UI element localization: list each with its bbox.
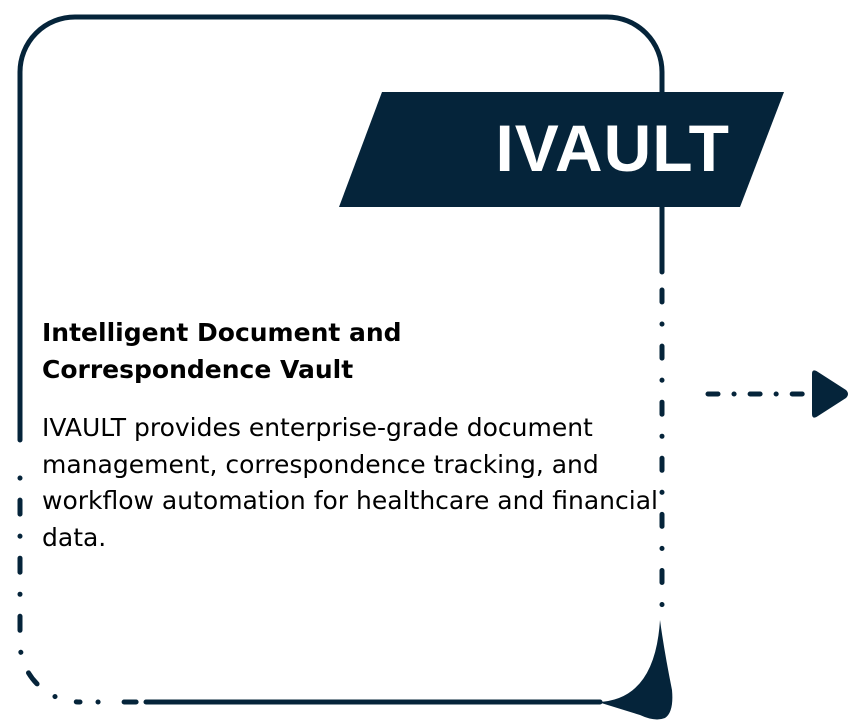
frame-left-dashdot: [17, 475, 83, 705]
arrow-head-icon: [812, 370, 848, 418]
title-banner: [339, 92, 784, 207]
section-description: IVAULT provides enterprise-grade documen…: [42, 413, 658, 552]
corner-flourish: [598, 620, 673, 720]
banner-title: IVAULT: [495, 111, 730, 185]
frame-solid-border: [17, 14, 665, 443]
section-heading: Intelligent Document and Correspondence …: [42, 318, 402, 384]
